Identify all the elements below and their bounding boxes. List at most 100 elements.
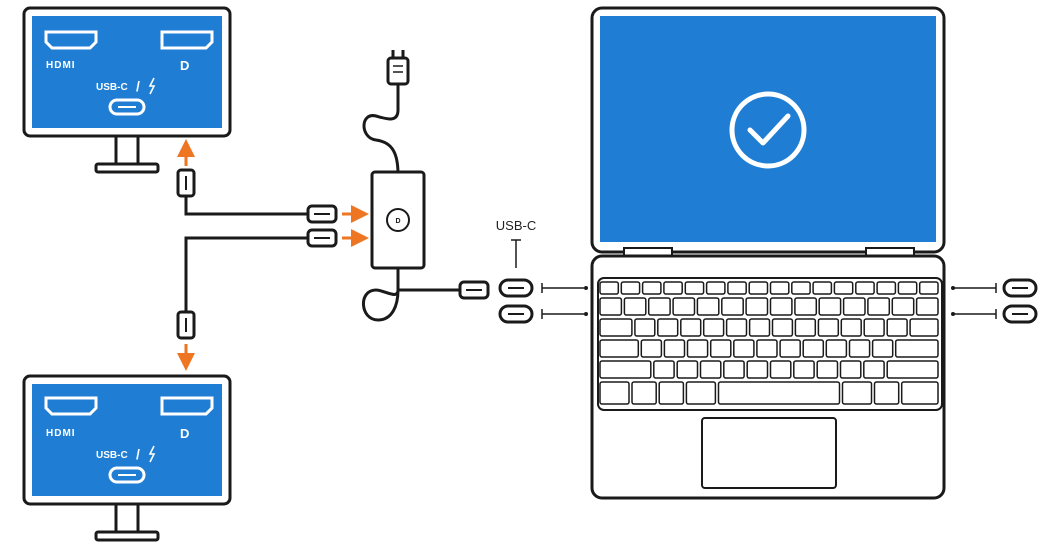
keyboard-key	[791, 281, 811, 295]
keyboard-key	[685, 381, 717, 405]
keyboard-key	[891, 297, 915, 316]
keyboard-key	[623, 297, 647, 316]
keyboard-key	[696, 297, 720, 316]
keyboard-key	[676, 360, 699, 379]
usb-c-callout-label: USB-C	[496, 218, 536, 233]
keyboard-key	[802, 339, 825, 358]
keyboard-key	[684, 281, 705, 295]
thunderbolt-icon	[148, 445, 156, 463]
keyboard-key	[876, 281, 897, 295]
power-plug-icon	[386, 50, 410, 86]
thunderbolt-icon	[148, 77, 156, 95]
keyboard-key	[702, 318, 725, 337]
hdmi-port-icon	[44, 30, 98, 50]
keyboard-key	[745, 297, 769, 316]
keyboard-key	[725, 318, 748, 337]
keyboard-key	[839, 360, 862, 379]
keyboard-key	[863, 360, 885, 379]
laptop-left-usb-c-port-2	[498, 304, 534, 324]
laptop-left-usb-c-port-1	[498, 278, 534, 298]
keyboard-key	[723, 360, 745, 379]
keyboard-key	[653, 360, 675, 379]
dell-logo-icon: D	[386, 208, 410, 232]
keyboard-key	[817, 318, 840, 337]
keyboard-key	[769, 281, 790, 295]
keyboard-key	[699, 360, 722, 379]
laptop	[590, 6, 946, 500]
laptop-right-usb-c-port-1	[1002, 278, 1038, 298]
keyboard-key	[599, 318, 633, 337]
keyboard-key	[897, 281, 918, 295]
keyboard-key	[794, 318, 817, 337]
keyboard-key	[647, 297, 671, 316]
usb-c-plug-adapter-1	[306, 204, 338, 224]
keyboard-key	[863, 318, 885, 337]
cables	[184, 84, 462, 322]
keyboard-key	[727, 281, 747, 295]
keyboard-key	[686, 339, 709, 358]
keyboard-key	[886, 360, 939, 379]
displayport-icon	[160, 396, 214, 416]
usb-c-plug-laptop	[458, 280, 490, 300]
keyboard-key	[812, 281, 833, 295]
keyboard-key	[842, 297, 866, 316]
keyboard-key	[825, 339, 848, 358]
keyboard-key	[717, 381, 841, 405]
usb-c-label: USB-C	[96, 450, 128, 461]
hdmi-label: HDMI	[46, 428, 76, 439]
keyboard-key	[599, 360, 652, 379]
keyboard-key	[886, 318, 908, 337]
keyboard-key	[867, 297, 891, 316]
separator-slash: /	[136, 78, 140, 94]
keyboard-key	[721, 297, 744, 316]
keyboard-key	[900, 381, 939, 405]
hdmi-label: HDMI	[46, 60, 76, 71]
laptop-right-usb-c-port-2	[1002, 304, 1038, 324]
keyboard-key	[746, 360, 769, 379]
keyboard-key	[793, 360, 815, 379]
keyboard-key	[599, 381, 630, 405]
keyboard-key	[640, 339, 663, 358]
keyboard-key	[769, 360, 792, 379]
keyboard-key	[663, 281, 683, 295]
keyboard-key	[918, 281, 939, 295]
usb-c-plug-adapter-2	[306, 228, 338, 248]
keyboard-key	[833, 281, 854, 295]
keyboard-key	[894, 339, 939, 358]
keyboard-key	[631, 381, 657, 405]
keyboard-key	[599, 281, 620, 295]
keyboard-key	[658, 381, 685, 405]
keyboard-key	[672, 297, 696, 316]
keyboard-key	[871, 339, 894, 358]
keyboard-key	[599, 339, 640, 358]
displayport-icon	[160, 30, 214, 50]
keyboard-key	[748, 281, 769, 295]
keyboard-key	[680, 318, 702, 337]
keyboard-key	[909, 318, 939, 337]
keyboard-key	[841, 381, 873, 405]
usb-c-mobile-adapter: D	[370, 170, 426, 270]
keyboard-key	[915, 297, 939, 316]
keyboard-key	[873, 381, 900, 405]
keyboard-key	[816, 360, 839, 379]
keyboard-key	[709, 339, 732, 358]
displayport-label: D	[180, 426, 189, 441]
monitor-bottom: HDMI D USB-C /	[22, 374, 232, 542]
keyboard-key	[794, 297, 818, 316]
keyboard-key	[705, 281, 726, 295]
displayport-label: D	[180, 58, 189, 73]
keyboard-key	[663, 339, 686, 358]
keyboard-key	[599, 297, 623, 316]
keyboard-key	[848, 339, 871, 358]
keyboard	[597, 277, 943, 411]
hdmi-port-icon	[44, 396, 98, 416]
usb-c-plug-top-monitor	[176, 168, 196, 198]
monitor-top: HDMI D USB-C /	[22, 6, 232, 174]
orange-arrows	[177, 139, 369, 371]
usb-c-label: USB-C	[96, 82, 128, 93]
usb-c-thunderbolt-port-icon	[108, 98, 146, 116]
keyboard-key	[818, 297, 842, 316]
keyboard-key	[733, 339, 755, 358]
keyboard-key	[769, 297, 793, 316]
